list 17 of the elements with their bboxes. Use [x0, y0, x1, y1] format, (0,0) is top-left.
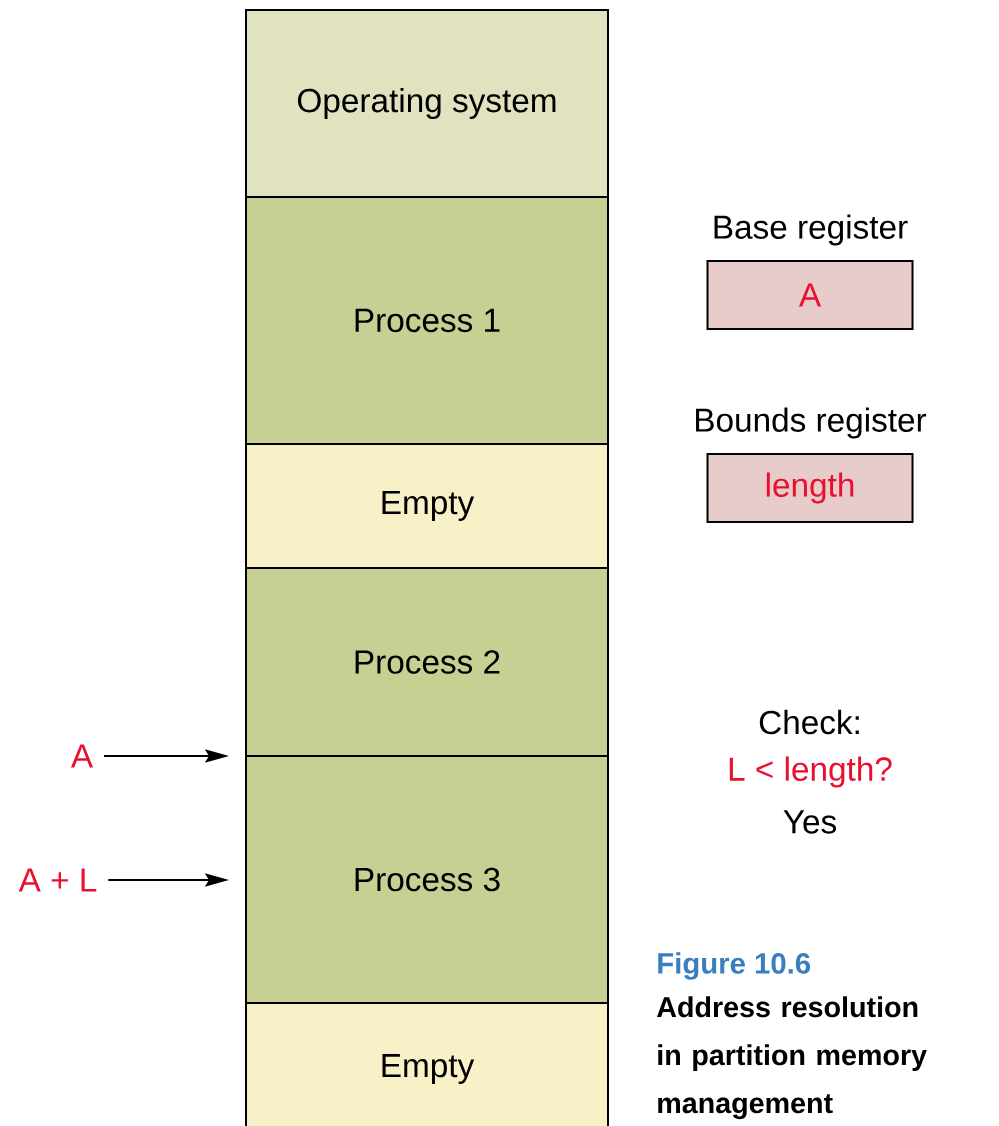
address-label: A + L: [18, 868, 97, 892]
register-box: A: [706, 260, 914, 330]
check-text: L < length?: [729, 756, 892, 788]
memory-segment: Process 1: [245, 196, 609, 445]
memory-segment: Empty: [245, 1002, 609, 1126]
figure-number: Figure 10.6: [658, 952, 811, 980]
figure-caption: Address resolution in partition memory management: [657, 996, 927, 1120]
memory-segment: Process 3: [245, 755, 609, 1004]
memory-segment: Operating system: [245, 9, 609, 198]
address-label: A: [70, 744, 94, 768]
register-label: Bounds register: [696, 407, 927, 439]
register-box: length: [706, 453, 914, 523]
register-label: Base register: [714, 214, 908, 246]
check-text: Check:: [759, 709, 859, 735]
check-text: Yes: [783, 810, 836, 834]
memory-segment: Empty: [245, 443, 609, 569]
memory-segment: Process 2: [245, 567, 609, 757]
